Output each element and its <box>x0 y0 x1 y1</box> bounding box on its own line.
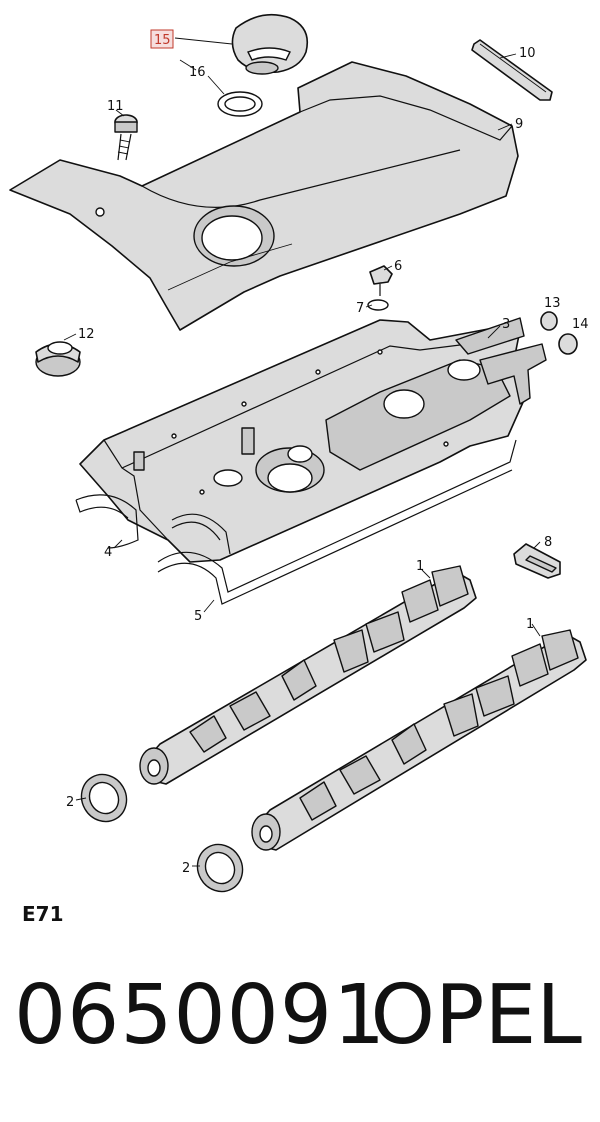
callout-5: 5 <box>194 609 202 624</box>
callout-10: 10 <box>519 46 536 61</box>
plug-13 <box>540 311 558 331</box>
leader-lines <box>63 37 541 867</box>
callout-13: 13 <box>544 296 561 311</box>
bolt-11 <box>114 114 138 161</box>
shaft-seal-2-lower <box>196 843 244 893</box>
camshaft-1-upper <box>139 565 477 785</box>
gasket-4 <box>75 494 139 549</box>
callout-16: 16 <box>189 65 206 80</box>
callout-14: 14 <box>572 317 589 332</box>
callout-8: 8 <box>544 535 552 550</box>
part-number: 0650091 <box>14 968 387 1063</box>
seal-7 <box>367 299 389 311</box>
callout-2-upper: 2 <box>66 795 74 810</box>
seal-ring-16 <box>217 91 263 117</box>
oil-filler-cap <box>231 13 309 75</box>
callout-1-upper: 1 <box>416 559 424 574</box>
cylinder-head-cover <box>79 317 547 563</box>
shaft-seal-2-upper <box>80 773 128 823</box>
diagram-code: E71 <box>22 902 64 926</box>
trim-strip <box>471 39 553 101</box>
callout-4: 4 <box>104 545 112 560</box>
exploded-parts-diagram: 15 16 10 11 9 6 7 3 13 14 12 4 5 8 1 1 2… <box>9 13 589 893</box>
callout-2-lower: 2 <box>182 861 190 876</box>
callout-15: 15 <box>154 33 171 48</box>
gasket-5 <box>157 439 517 605</box>
camshaft-1-lower <box>251 629 587 851</box>
callout-15-highlight <box>150 29 174 49</box>
callout-12: 12 <box>78 327 95 342</box>
callout-1-lower: 1 <box>526 617 534 632</box>
callout-7: 7 <box>356 301 364 316</box>
brand-name: OPEL <box>370 968 583 1063</box>
plug-14 <box>558 333 578 355</box>
callout-9: 9 <box>515 117 523 132</box>
callout-11: 11 <box>107 99 124 114</box>
callouts: 15 16 10 11 9 6 7 3 13 14 12 4 5 8 1 1 2… <box>66 29 589 876</box>
bracket-8 <box>513 543 561 579</box>
callout-3: 3 <box>502 317 510 332</box>
engine-cover <box>9 61 519 331</box>
callout-6: 6 <box>394 259 402 274</box>
grommet-12 <box>35 341 81 377</box>
screw-6 <box>369 265 393 296</box>
